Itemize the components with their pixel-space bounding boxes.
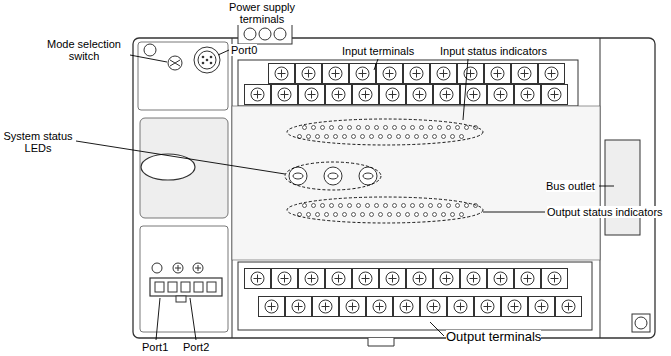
port-label: Port0 — [231, 44, 257, 56]
port-label: Port1 — [142, 341, 168, 353]
led-label: System status LEDs — [2, 130, 74, 154]
terminal-label: Power supply terminals — [222, 1, 302, 25]
port-label: Port2 — [183, 341, 209, 353]
indicator-label: Input status indicators — [440, 45, 547, 57]
terminal-label: Input terminals — [342, 45, 414, 57]
switch-label: Mode selection switch — [40, 38, 128, 62]
indicator-label: Output status indicators — [547, 206, 663, 218]
terminal-label: Output terminals — [446, 330, 541, 344]
outlet-label: Bus outlet — [546, 180, 595, 192]
leader-lines — [76, 50, 614, 340]
